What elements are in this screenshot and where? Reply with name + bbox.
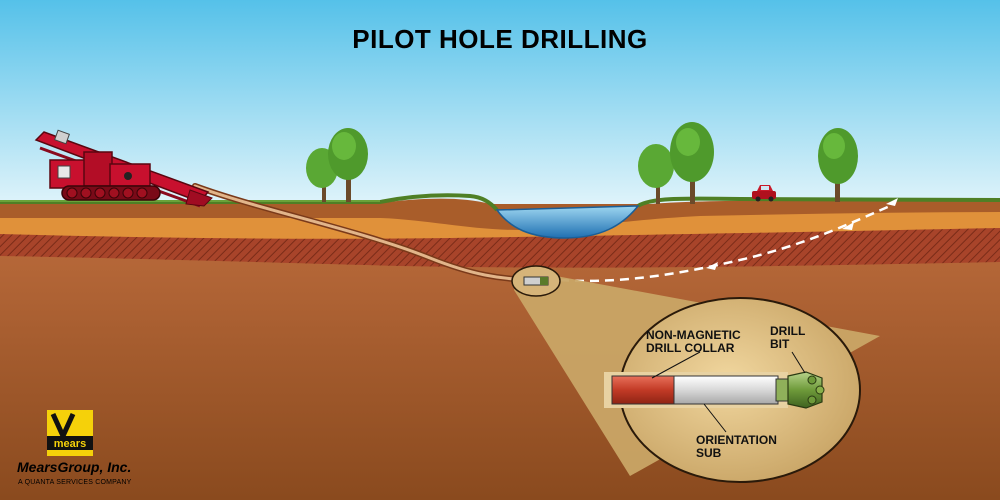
path-arrow-icons <box>706 198 898 270</box>
leader-lines <box>651 351 806 433</box>
bit-label-line1: DRILL <box>770 324 805 338</box>
bit-label-line2: BIT <box>770 337 790 351</box>
collar-label-line2: DRILL COLLAR <box>646 341 735 355</box>
tree-right <box>818 128 858 202</box>
collar-label-line1: NON-MAGNETIC <box>646 328 741 342</box>
orientation-sub-component <box>673 375 779 405</box>
logo-mark-text: mears <box>54 438 86 450</box>
diagram-title: PILOT HOLE DRILLING <box>352 24 648 54</box>
drill-bit-component <box>787 371 825 409</box>
grass-surface <box>0 193 1000 212</box>
red-strata-layer <box>0 226 1000 268</box>
drilling-rig <box>34 129 213 208</box>
drill-collar-component <box>611 375 675 405</box>
tree-middle-group <box>638 122 714 204</box>
sub-label-line1: ORIENTATION <box>696 433 777 447</box>
sub-label-line2: SUB <box>696 446 722 460</box>
tree-left-group <box>306 128 368 202</box>
mears-logo: mears <box>47 410 93 456</box>
planned-path-dashed <box>559 204 891 283</box>
car-icon <box>752 185 776 202</box>
company-name: MearsGroup, Inc. <box>17 459 132 475</box>
company-tagline: A QUANTA SERVICES COMPANY <box>18 479 132 486</box>
pond <box>495 205 640 239</box>
